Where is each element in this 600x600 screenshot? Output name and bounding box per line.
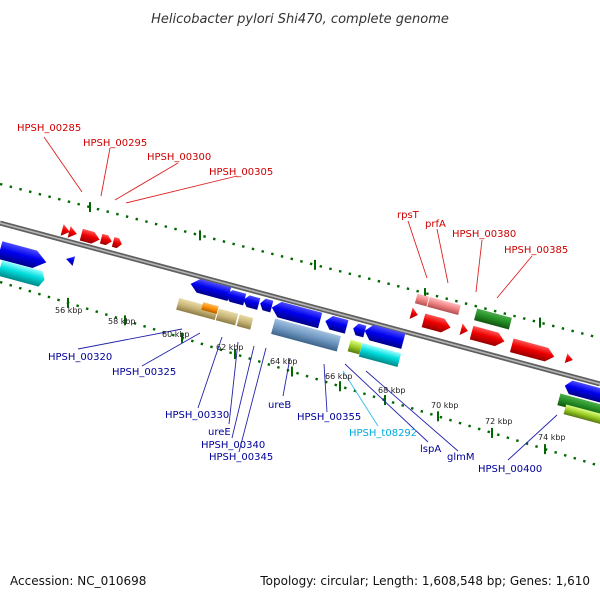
gene-label[interactable]: ureE [208,427,231,438]
map-title: Helicobacter pylori Shi470, complete gen… [151,12,449,27]
kbp-label: 56 kbp [55,306,83,315]
kbp-label: 68 kbp [378,386,406,395]
gene-feature-hpsh-00380 [474,308,512,330]
gene-feature-lime [347,339,363,355]
gene-feature-red-c [459,323,468,336]
genome-backbone [0,220,600,387]
gene-feature-prfA [427,297,461,315]
kbp-label: 66 kbp [325,372,353,381]
gene-feature-hpsh-00400 [564,380,600,407]
gene-label[interactable]: HPSH_00295 [83,138,147,149]
gene-feature-left-blue [0,241,47,269]
kbp-label: 60 kbp [162,330,190,339]
gene-feature-hpsh-00325 [225,290,247,306]
gene-feature-ureE [260,298,274,313]
gene-label[interactable]: glmM [447,452,475,463]
gene-labels: HPSH_00285HPSH_00295HPSH_00300HPSH_00305… [17,123,568,475]
gene-label[interactable]: HPSH_t08292 [349,428,417,439]
gene-label[interactable]: HPSH_00385 [504,245,568,256]
gene-label[interactable]: lspA [420,444,441,455]
kbp-label: 58 kbp [108,317,136,326]
gene-feature-green-edge-2 [563,404,600,429]
gene-label[interactable]: HPSH_00345 [209,452,273,463]
gene-feature-cyan-2 [358,343,402,367]
gene-feature-hpsh-00320 [190,279,232,301]
gene-feature-khaki-1 [176,298,218,320]
gene-label[interactable]: HPSH_00325 [112,367,176,378]
gene-feature-glmM [364,324,406,349]
gene-feature-small-blue [66,256,76,266]
gene-feature-khaki-2 [215,308,239,326]
gene-feature-hpsh-00330 [243,295,261,310]
gene-label[interactable]: ureB [268,400,291,411]
label-leader-lines [43,136,558,461]
gene-feature-red-b [421,313,451,333]
gene-feature-red-e [564,353,573,364]
gene-feature-lspA [353,323,367,338]
kbp-label: 64 kbp [270,357,298,366]
gene-feature-hpsh-00385 [509,338,555,362]
gene-label[interactable]: HPSH_00285 [17,123,81,134]
gene-label[interactable]: HPSH_00400 [478,464,542,475]
gene-feature-ureB [271,318,341,352]
gene-feature-hpsh-00285 [60,224,70,236]
gene-label[interactable]: rpsT [397,210,420,221]
gene-label[interactable]: prfA [425,219,446,230]
gene-label[interactable]: HPSH_00330 [165,410,229,421]
kbp-label: 72 kbp [485,417,513,426]
kbp-label: 74 kbp [538,433,566,442]
accession-text: Accession: NC_010698 [10,574,146,588]
gene-feature-hpsh-00300 [79,228,100,244]
gene-label[interactable]: HPSH_00300 [147,152,211,163]
gene-label[interactable]: HPSH_00380 [452,229,516,240]
gene-feature-red-a [409,307,418,320]
gene-feature-hpsh-00305b [111,237,122,249]
gene-feature-red-d [469,325,505,347]
gene-label[interactable]: HPSH_00320 [48,352,112,363]
gene-features [0,224,600,429]
gene-feature-khaki-3 [236,314,254,330]
gene-feature-left-cyan [0,260,45,287]
gene-feature-hpsh-00295 [67,226,77,238]
gene-label[interactable]: HPSH_00340 [201,440,265,451]
gene-feature-rpsT [414,293,430,307]
gene-feature-hpsh-00345 [325,315,349,334]
gene-label[interactable]: HPSH_00355 [297,412,361,423]
genome-summary-text: Topology: circular; Length: 1,608,548 bp… [259,574,590,588]
kbp-scale-labels: 56 kbp 58 kbp 60 kbp 62 kbp 64 kbp 66 kbp 68 k… [55,306,566,442]
gene-feature-green-edge-1 [557,393,600,420]
kbp-label: 62 kbp [216,343,244,352]
gene-label[interactable]: HPSH_00305 [209,167,273,178]
major-ticks [67,202,546,455]
kbp-label: 70 kbp [431,401,459,410]
gene-feature-hpsh-00340 [271,301,323,329]
gene-feature-hpsh-00305 [99,233,112,246]
